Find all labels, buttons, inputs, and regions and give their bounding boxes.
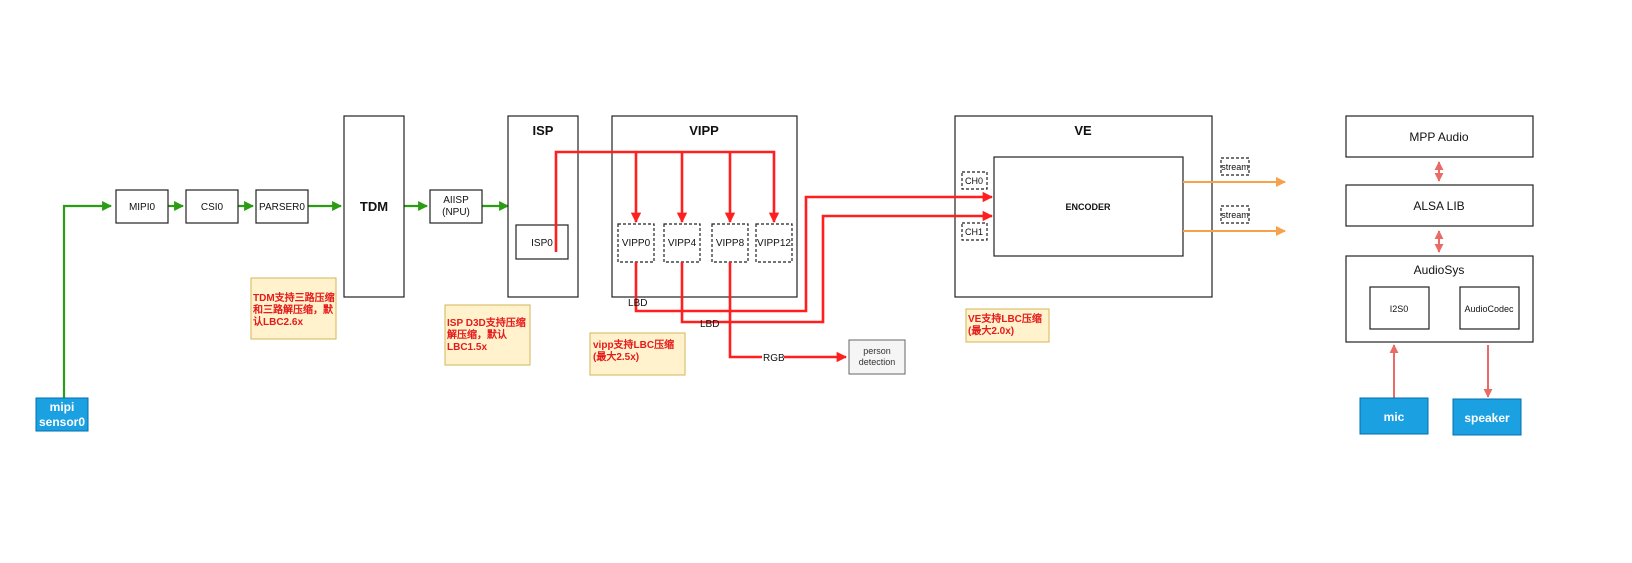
alsa-lib-label: ALSA LIB (1413, 199, 1464, 213)
ve-note: VE支持LBC压缩 (最大2.0x) (965, 308, 1050, 343)
vipp-to-ve-lines: LBD LBD (628, 191, 994, 330)
tdm-node: TDM (343, 115, 405, 298)
csi0-node: CSI0 (185, 189, 239, 224)
vipp12-label: VIPP12 (757, 238, 791, 249)
mipi0-node: MIPI0 (115, 189, 169, 224)
vipp8-to-detection-line: RGB (728, 262, 848, 364)
lbd-label-1: LBD (628, 298, 647, 309)
i2s0-label: I2S0 (1390, 304, 1409, 314)
isp0-label: ISP0 (531, 238, 553, 249)
audio-stack: MPP Audio ALSA LIB AudioSys I2S0 AudioCo… (1345, 115, 1534, 343)
ve-block: VE ENCODER CH0 CH1 (954, 115, 1213, 298)
isp-note-line1: ISP D3D支持压缩 (447, 316, 526, 329)
stream-outputs: stream stream (1183, 157, 1286, 236)
tdm-note-line2: 和三路解压缩，默 (252, 303, 334, 316)
parser0-label: PARSER0 (259, 202, 305, 213)
tdm-label: TDM (360, 199, 388, 214)
vipp8-label: VIPP8 (716, 238, 745, 249)
vipp-note: vipp支持LBC压缩 (最大2.5x) (589, 332, 686, 376)
csi0-label: CSI0 (201, 202, 224, 213)
isp-note: ISP D3D支持压缩 解压缩，默认 LBC1.5x (444, 304, 531, 366)
mpp-audio-label: MPP Audio (1409, 130, 1468, 144)
ve-title: VE (1074, 123, 1092, 138)
ch0-label: CH0 (965, 176, 983, 186)
stream-label-2: stream (1221, 210, 1249, 220)
aiisp-node: AIISP (NPU) (429, 189, 483, 224)
mic-node: mic (1359, 344, 1429, 435)
isp-to-vipp-lines (554, 150, 780, 252)
tdm-note-line3: 认LBC2.6x (253, 315, 303, 328)
ch1-label: CH1 (965, 227, 983, 237)
person-detection-node: person detection (848, 339, 906, 375)
isp-block: ISP ISP0 (507, 115, 579, 298)
stream-label-1: stream (1221, 162, 1249, 172)
tdm-note-line1: TDM支持三路压缩 (253, 291, 335, 304)
parser0-node: PARSER0 (255, 189, 309, 224)
vipp-title: VIPP (689, 123, 719, 138)
aiisp-label-line1: AIISP (443, 195, 469, 206)
vipp-note-line2: (最大2.5x) (593, 350, 639, 363)
ve-note-line2: (最大2.0x) (968, 324, 1014, 337)
mipi-sensor-label-line1: mipi (50, 400, 75, 414)
aiisp-label-line2: (NPU) (442, 207, 470, 218)
person-detection-label-line2: detection (859, 357, 896, 367)
vipp0-label: VIPP0 (622, 238, 651, 249)
rgb-label: RGB (763, 353, 785, 364)
tdm-note: TDM支持三路压缩 和三路解压缩，默 认LBC2.6x (250, 277, 337, 340)
audiocodec-label: AudioCodec (1464, 304, 1514, 314)
isp-note-line2: 解压缩，默认 (447, 328, 508, 341)
person-detection-label-line1: person (863, 346, 891, 356)
mic-label: mic (1384, 410, 1405, 424)
vipp-note-line1: vipp支持LBC压缩 (593, 338, 674, 351)
isp-title: ISP (533, 123, 554, 138)
vipp4-label: VIPP4 (668, 238, 697, 249)
speaker-label: speaker (1464, 411, 1510, 425)
audiosys-label: AudioSys (1414, 263, 1465, 277)
ve-note-line1: VE支持LBC压缩 (968, 312, 1042, 325)
mipi-sensor-node: mipi sensor0 (35, 397, 89, 432)
isp-note-line3: LBC1.5x (447, 342, 487, 353)
mipi0-label: MIPI0 (129, 202, 156, 213)
mipi-sensor-label-line2: sensor0 (39, 415, 85, 429)
speaker-node: speaker (1452, 345, 1522, 436)
vipp-block: VIPP VIPP0 VIPP4 VIPP8 VIPP12 (611, 115, 798, 298)
lbd-label-2: LBD (700, 319, 719, 330)
encoder-label: ENCODER (1065, 202, 1111, 212)
